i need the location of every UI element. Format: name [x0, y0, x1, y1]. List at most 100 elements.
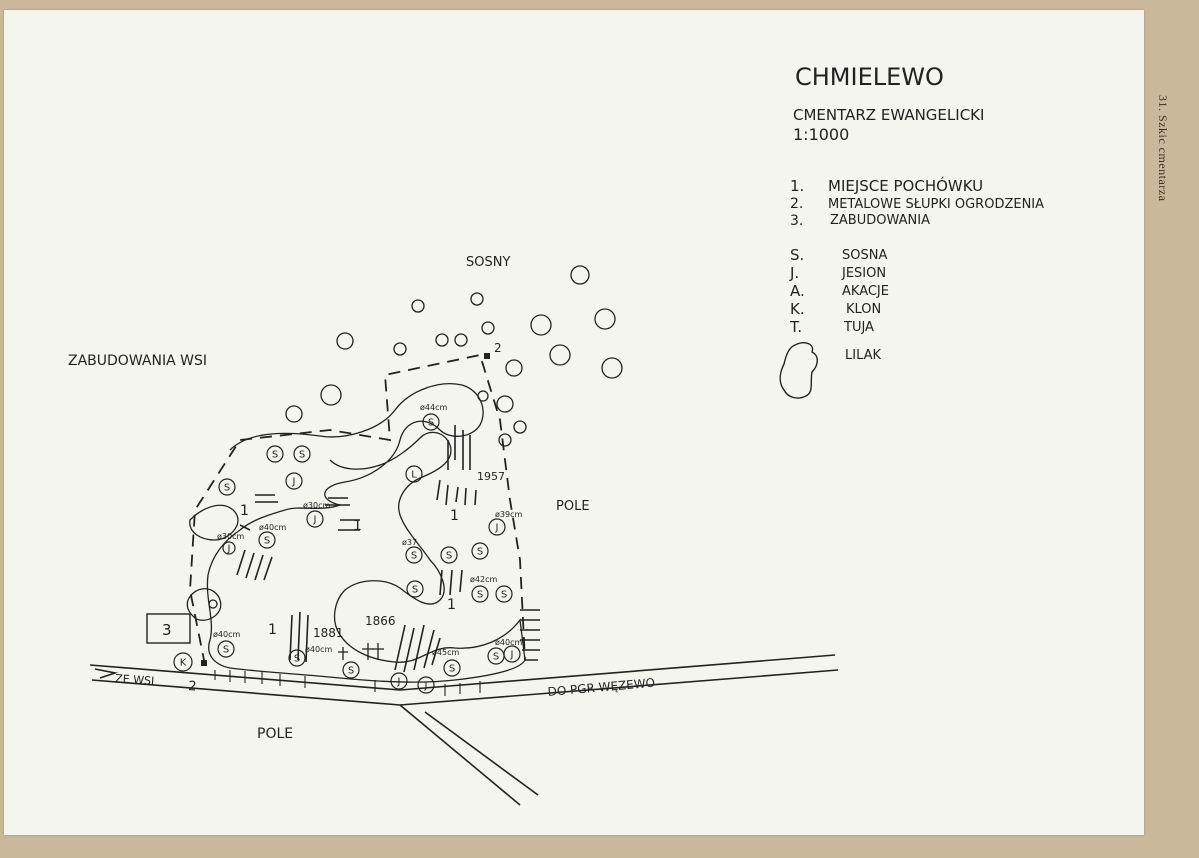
tree-circle-icon: [601, 357, 623, 379]
burial-mark: 1: [240, 503, 249, 519]
legend-label: ZABUDOWANIA: [830, 213, 930, 228]
tree-letter: J: [424, 681, 428, 692]
tree-circle-icon: [496, 395, 514, 413]
tree-letter: J: [495, 523, 499, 534]
tree-letter: J: [510, 650, 514, 661]
label-post-number: 2: [188, 679, 197, 695]
tree-letter: S: [299, 450, 305, 461]
tree-circle-icon: [208, 599, 218, 609]
road-arrow-icon: [94, 668, 119, 679]
burial-hatching: [236, 425, 540, 673]
tree-letter: J: [292, 477, 296, 488]
map-scale: 1:1000: [793, 125, 849, 144]
building-number: 3: [162, 621, 172, 639]
tree-letter: S: [501, 590, 507, 601]
legend-label: LILAK: [845, 348, 882, 363]
legend-trees: S. SOSNA J. JESION A. AKACJE K. KLON T. …: [779, 246, 889, 399]
tree-diameter: ø30cm: [217, 532, 244, 541]
legend-key: 3.: [790, 213, 803, 229]
legend-label: TUJA: [843, 320, 874, 335]
legend-key: 1.: [790, 177, 804, 195]
tree-circle-icon: [393, 342, 407, 356]
tree-circle-icon: [549, 344, 571, 366]
label-pole-right: POLE: [556, 499, 590, 514]
legend-label: AKACJE: [842, 284, 889, 299]
tree-diameter: ø40cm: [495, 638, 522, 647]
tree-circle-icon: [498, 433, 512, 447]
tree-letter: S: [446, 551, 452, 562]
legend-key: 2.: [790, 196, 803, 212]
lilac-symbol-icon: [779, 342, 818, 399]
label-road-do-pgr: DO PGR WĘZEWO: [547, 676, 656, 699]
tree-circle-icon: [481, 321, 495, 335]
metal-post-marker: [484, 353, 490, 359]
tree-circle-icon: [435, 333, 449, 347]
trees-outside: [208, 265, 623, 609]
sidebar-caption: 31. Szkic cmentarza: [1156, 95, 1170, 202]
tree-letter: S: [477, 547, 483, 558]
tree-letter: S: [272, 450, 278, 461]
map-subtitle: CMENTARZ EWANGELICKI: [793, 106, 984, 124]
tree-circle-icon: [336, 332, 354, 350]
tree-circle-icon: [505, 359, 523, 377]
tree-circle-icon: [411, 299, 425, 313]
lilac-outline: [189, 504, 239, 541]
burial-mark: 1: [450, 508, 459, 524]
side-road-edge: [399, 704, 521, 806]
tree-letter: J: [397, 677, 401, 688]
legend-label: JESION: [841, 266, 886, 281]
tree-circle-icon: [470, 292, 484, 306]
legend-key: S.: [790, 246, 804, 264]
legend-key: K.: [790, 300, 805, 318]
tree-diameter: ø45cm: [432, 648, 459, 657]
side-road-edge: [424, 711, 539, 796]
tree-circle-icon: [285, 405, 303, 423]
label-road-ze-wsi: ZE WSI: [115, 672, 155, 688]
legend-key: A.: [790, 282, 805, 300]
tree-letter: J: [227, 544, 231, 555]
legend-label: KLON: [846, 302, 881, 317]
legend-key: T.: [789, 318, 802, 336]
grave-year: 1957: [477, 470, 505, 483]
tree-letter: S: [264, 536, 270, 547]
road-edge-lower: [91, 669, 839, 706]
tree-diameter: ø42cm: [470, 575, 497, 584]
tree-letter: S: [411, 551, 417, 562]
tree-circle-icon: [320, 384, 342, 406]
metal-post-marker: [201, 660, 207, 666]
tree-diameter: ø40cm: [305, 645, 332, 654]
tree-letter: J: [313, 515, 317, 526]
tree-diameter: ø39cm: [495, 510, 522, 519]
tree-circle-icon: [594, 308, 616, 330]
legend-label: MIEJSCE POCHÓWKU: [828, 176, 983, 195]
legend-key: J.: [789, 264, 799, 282]
burial-mark: 1: [447, 597, 456, 613]
tree-letter: S: [294, 654, 300, 665]
tree-letter: K: [180, 658, 187, 669]
cemetery-sketch-map: CHMIELEWO CMENTARZ EWANGELICKI 1:1000 1.…: [68, 63, 1044, 806]
lilac-bushes: [186, 383, 526, 683]
cemetery-fence: [189, 353, 526, 666]
lilac-outline: [186, 588, 222, 621]
tree-diameter: ø37: [402, 538, 417, 547]
grave-crosses: [338, 643, 384, 660]
label-pole-bottom: POLE: [257, 726, 293, 742]
building-zabudowania: [146, 613, 191, 644]
map-title: CHMIELEWO: [795, 63, 944, 91]
tree-letter: S: [223, 645, 229, 656]
tree-letter: S: [412, 585, 418, 596]
legend-label: SOSNA: [842, 248, 887, 263]
burial-mark: 1: [353, 518, 362, 534]
tree-letter: L: [411, 470, 417, 481]
tree-circle-icon: [477, 390, 489, 402]
tree-circle-icon: [570, 265, 590, 285]
fence-ticks: [214, 670, 481, 696]
tree-circle-icon: [513, 420, 527, 434]
grave-year: 1866: [365, 614, 396, 628]
road-edge-upper: [89, 654, 836, 691]
legend-numbered: 1. MIEJSCE POCHÓWKU 2. METALOWE SŁUPKI O…: [790, 176, 1044, 229]
tree-circle-icon: [454, 333, 468, 347]
label-zabudowania-wsi: ZABUDOWANIA WSI: [68, 353, 207, 369]
tree-diameter: ø30cm: [303, 501, 330, 510]
